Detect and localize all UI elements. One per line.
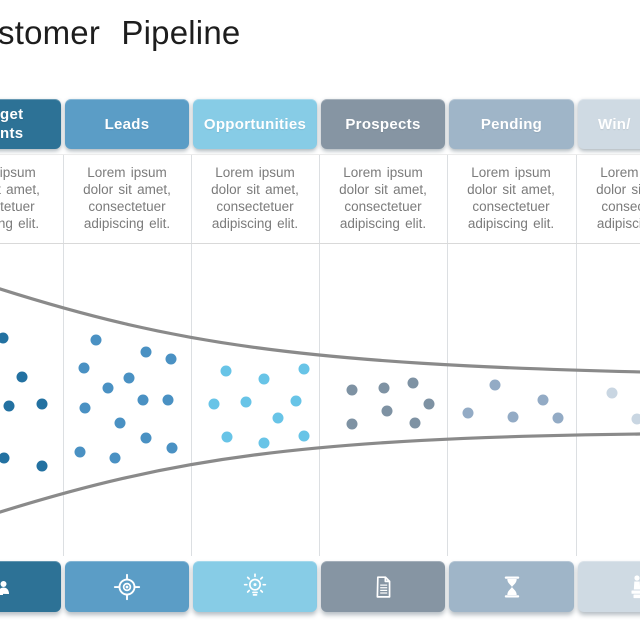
stage-icon-chip-opportunities bbox=[193, 561, 317, 612]
stage-header-leads: Leads bbox=[65, 99, 189, 149]
stage-header-prospects: Prospects bbox=[321, 99, 445, 149]
stage-icon-chip-prospects bbox=[321, 561, 445, 612]
stage-header-label: Win/ bbox=[598, 115, 631, 133]
document-icon bbox=[368, 572, 398, 602]
stage-header-label: Pending bbox=[480, 115, 543, 133]
winner-icon bbox=[624, 571, 640, 603]
stage-icon-chip-leads bbox=[65, 561, 189, 612]
stage-description-leads: Lorem ipsum dolor sit amet, consectetuer… bbox=[83, 165, 171, 231]
pipeline-dots bbox=[0, 332, 640, 472]
stage-description-win-loss: Lorem ipsum dolor sit amet, consectetuer… bbox=[596, 165, 640, 231]
stage-header-opportunities: Opportunities bbox=[193, 99, 317, 149]
stage-description-prospects: Lorem ipsum dolor sit amet, consectetuer… bbox=[339, 165, 427, 231]
funnel-bottom-curve bbox=[0, 432, 640, 514]
stage-description-opportunities: Lorem ipsum dolor sit amet, consectetuer… bbox=[211, 165, 299, 231]
stage-header-label: Leads bbox=[104, 115, 150, 133]
stage-header-label: Opportunities bbox=[203, 115, 307, 133]
stage-icon-chip-win-loss bbox=[578, 561, 640, 612]
hourglass-icon bbox=[497, 572, 527, 602]
stage-icon-chip-pending bbox=[449, 561, 574, 612]
page-title: stomer Pipeline bbox=[0, 14, 241, 51]
stage-header-pending: Pending bbox=[449, 99, 574, 149]
stage-description-target-accounts: Lorem ipsum dolor sit amet, consectetuer… bbox=[0, 165, 40, 231]
funnel-curves bbox=[0, 287, 640, 514]
target-icon bbox=[112, 572, 142, 602]
stage-header-label: Prospects bbox=[345, 115, 421, 133]
idea-icon bbox=[240, 572, 270, 602]
stage-header-label: get nts bbox=[0, 106, 24, 142]
funnel-top-curve bbox=[0, 287, 640, 374]
team-icon bbox=[0, 571, 12, 603]
stage-header-win-loss: Win/ bbox=[578, 99, 640, 149]
stage-description-pending: Lorem ipsum dolor sit amet, consectetuer… bbox=[467, 165, 555, 231]
stage-icon-chip-target-accounts bbox=[0, 561, 61, 612]
stage-header-target-accounts: get nts bbox=[0, 99, 61, 149]
